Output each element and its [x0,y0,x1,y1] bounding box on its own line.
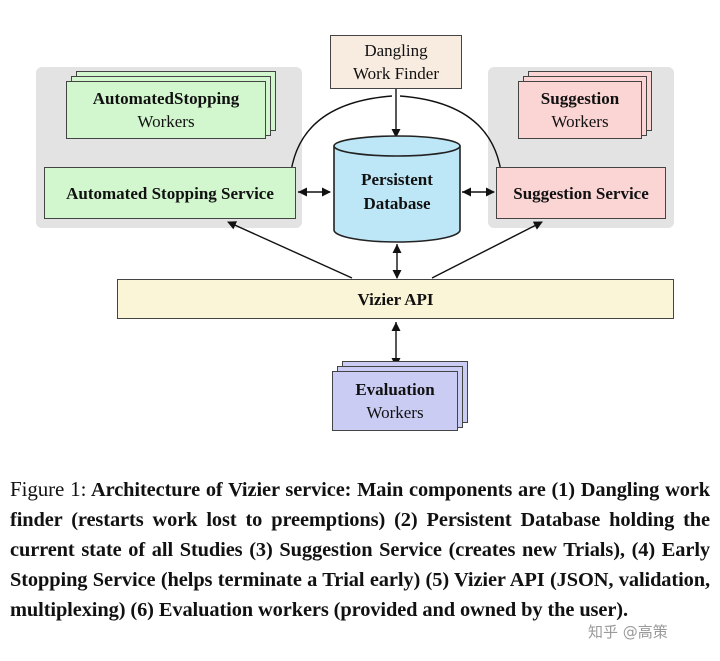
evaluation-workers-subtitle: Workers [366,403,424,422]
automated-stopping-service-box: Automated Stopping Service [44,167,296,219]
persistent-database-cylinder [333,135,461,243]
automated-workers-title: AutomatedStopping [92,89,240,108]
evaluation-workers-title: Evaluation [355,380,435,399]
suggestion-workers-box: Suggestion Workers [518,81,642,139]
watermark: 知乎 @高策 [588,623,668,641]
database-line2: Database [363,194,431,213]
automated-service-label: Automated Stopping Service [66,183,274,203]
figure-label: Figure 1: [10,477,87,501]
figure-caption: Figure 1: Architecture of Vizier service… [10,474,710,625]
automated-workers-subtitle: Workers [137,112,195,131]
database-line1: Persistent [361,170,433,189]
connector-arrows [227,88,543,367]
vizier-api-box: Vizier API [117,279,674,319]
vizier-api-label: Vizier API [357,289,434,309]
suggestion-workers-title: Suggestion [540,89,620,108]
caption-text: Architecture of Vizier service: Main com… [10,479,710,621]
dangling-work-finder-box: Dangling Work Finder [330,35,462,89]
database-label: Persistent Database [332,168,462,216]
dangling-line1: Dangling [364,41,428,60]
evaluation-workers-box: Evaluation Workers [332,371,458,431]
suggestion-workers-subtitle: Workers [551,112,609,131]
suggestion-service-box: Suggestion Service [496,167,666,219]
suggestion-service-label: Suggestion Service [513,183,649,203]
automated-stopping-workers-box: AutomatedStopping Workers [66,81,266,139]
dangling-line2: Work Finder [353,64,439,83]
